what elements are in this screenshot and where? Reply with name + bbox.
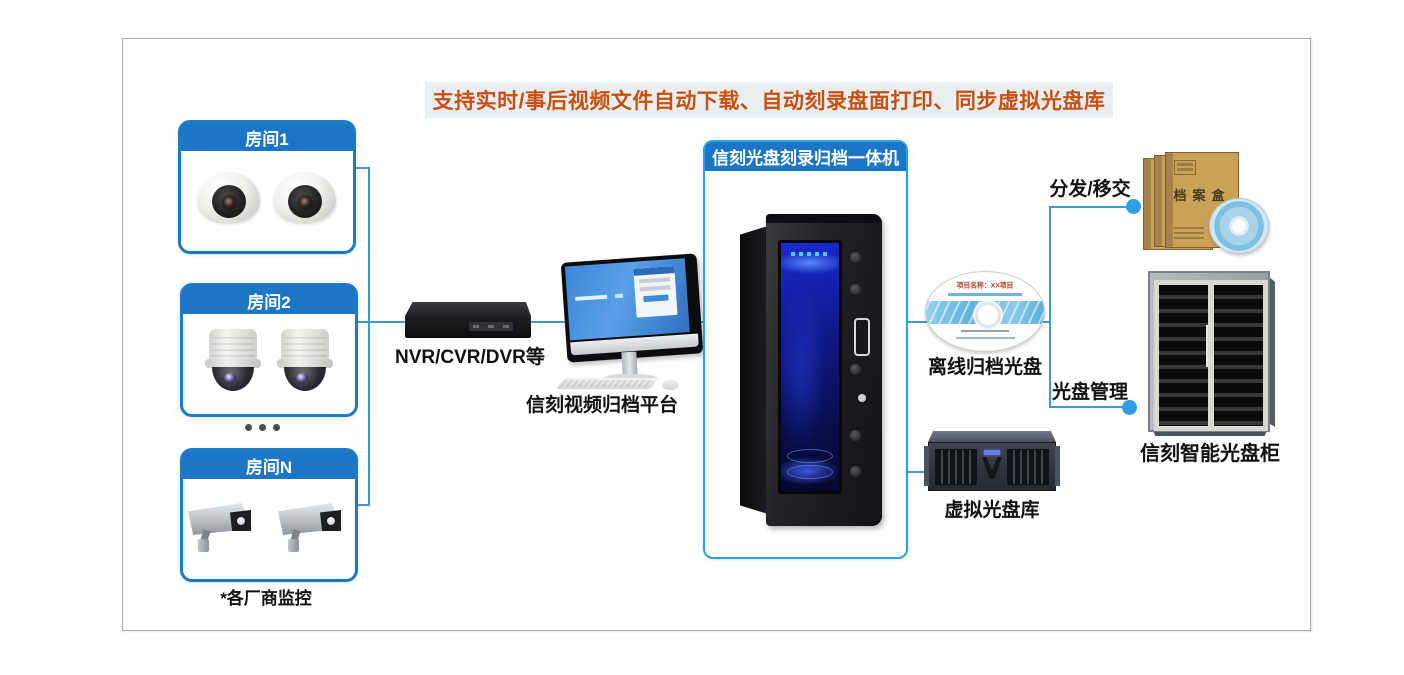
bullet-camera-icon [186,497,262,555]
manage-endpoint-dot [1122,400,1137,415]
distribute-endpoint-dot [1126,199,1141,214]
disc-print-title: 项目名称：XX项目 [956,281,1014,290]
nvr-top-face [405,302,531,316]
nvr-device-icon [405,302,531,340]
room2-body [183,314,355,408]
tower-port [850,252,861,263]
archive-folders-icon: 档案盒 [1143,152,1269,254]
distribute-label: 分发/移交 [1049,179,1131,200]
roomN-header: 房间N [183,451,355,479]
tower-blue-window [778,240,842,494]
room2-header: 房间2 [183,286,355,314]
cabinet-bottom-face [1152,429,1268,436]
virtual-library-server-icon [924,431,1060,493]
tower-disc-glow [787,449,833,463]
mouse-icon [662,380,679,390]
tower-front-panel [766,214,882,526]
connector-room1-line [350,167,369,169]
server-rack-ear [924,446,929,486]
keyboard-icon [556,378,659,389]
roomN-node: 房间N [180,448,358,582]
banner: 支持实时/事后视频文件自动下载、自动刻录盘面打印、同步虚拟光盘库 [425,82,1113,118]
bullet-camera-icon [276,497,352,555]
disc-text-bar [955,336,1015,339]
rooms-note-label: *各厂商监控 [220,589,312,608]
virtual-library-label: 虚拟光盘库 [944,500,1040,521]
roomN-body [183,479,355,573]
server-top-face [928,431,1056,442]
connector-roomN-line [350,504,369,506]
folder-title: 档案盒 [1173,188,1231,203]
tower-led-row [791,252,829,256]
server-front-face [924,442,1060,491]
folder-tag [1174,160,1196,175]
cabinet-label: 信刻智能光盘柜 [1140,443,1280,465]
tower-handle [854,318,870,356]
nvr-front-face [405,316,531,338]
folder-field-lines [1174,224,1204,239]
connector-server-line [902,471,933,473]
room1-header: 房间1 [181,123,353,151]
tower-port [850,284,861,295]
disc-text-bar [961,330,1009,333]
ptz-dome-camera-icon [204,329,262,393]
room1-body [181,151,353,245]
offline-disc-label: 离线归档光盘 [927,357,1042,378]
ptz-dome-camera-icon [276,329,334,393]
login-dialog [633,266,678,318]
screen-text-bar [575,294,607,301]
nvr-buttons [469,322,513,331]
monitor-screen [560,253,704,363]
login-field [640,285,672,292]
cabinet-right-door [1209,280,1268,431]
connector-distribute-line [1049,206,1129,208]
login-dialog-titlebar [633,266,675,277]
login-button [643,294,669,303]
recorder-header: 信刻光盘刻录归档一体机 [705,142,906,171]
connector-manage-line [1049,406,1129,408]
manage-label: 光盘管理 [1051,382,1128,403]
cabinet-handle [1206,325,1208,367]
dome-camera-icon [274,172,336,224]
offline-disc-icon: 项目名称：XX项目 [925,271,1045,352]
connector-left-bus-line [368,167,370,506]
server-rack-ear [1055,446,1060,486]
banner-text: 支持实时/事后视频文件自动下载、自动刻录盘面打印、同步虚拟光盘库 [432,90,1106,113]
server-drive-bays [1007,449,1049,485]
connector-right-bus-line [1049,207,1051,408]
dome-camera-icon [198,172,260,224]
room2-node: 房间2 [180,283,358,417]
login-field [639,277,671,284]
disc-print-subtitle-bar [948,293,1022,296]
recorder-node: 信刻光盘刻录归档一体机 [703,140,908,559]
cabinet-side-face [1265,274,1275,427]
tower-port [850,430,861,441]
server-center-panel [979,447,1005,486]
disc-center-hole [975,301,1001,328]
tower-lock [858,394,866,402]
server-drive-bays [935,449,977,485]
tower-disc-glow [787,465,833,479]
monitor-display [564,258,690,341]
tower-port [850,364,861,375]
platform-label: 信刻视频归档平台 [525,395,678,416]
cabinet-left-door [1154,280,1213,431]
room1-node: 房间1 [178,120,356,254]
tower-port [850,466,861,477]
server-logo [982,457,1002,479]
nvr-label: NVR/CVR/DVR等 [395,347,545,368]
rooms-ellipsis [245,424,280,431]
screen-text-bar [614,293,624,299]
disc-burning-tower-icon [738,212,888,530]
platform-computer-icon [556,253,708,390]
server-lcd [984,450,1000,455]
disc-cabinet-icon [1148,271,1275,436]
tower-side-panel [740,226,768,514]
archive-cd-icon [1209,198,1269,254]
cabinet-body [1148,271,1270,432]
